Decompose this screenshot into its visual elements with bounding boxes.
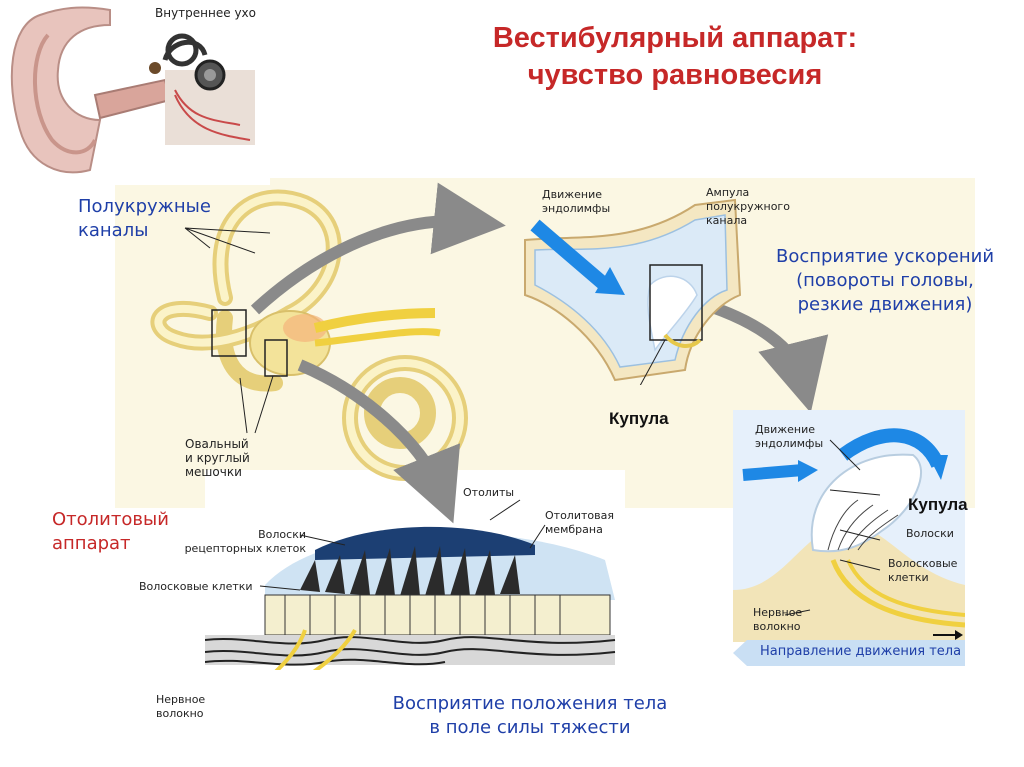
- cupula-label-top: Купула: [609, 409, 669, 428]
- endolymph-motion-label-bottom: Движение эндолимфы: [755, 423, 823, 451]
- acceleration-perception-label: Восприятие ускорений (повороты головы, р…: [750, 245, 1020, 317]
- otolith-illustration: [205, 526, 616, 670]
- inner-ear-label: Внутреннее ухо: [155, 6, 256, 20]
- arrow-to-ampulla: [250, 182, 506, 315]
- nerve-fiber-label-right: Нервное волокно: [753, 606, 802, 634]
- receptor-hairs-line-1: Волоски: [258, 528, 306, 541]
- title-line-1: Вестибулярный аппарат:: [492, 22, 858, 54]
- oval-sac-line-1: Овальный: [185, 437, 249, 451]
- endolymph-motion-label-top: Движение эндолимфы: [542, 188, 610, 216]
- otolith-apparatus-line-1: Отолитовый: [52, 509, 169, 530]
- semicircular-canals-line-1: Полукружные: [78, 196, 211, 217]
- acceleration-line-1: Восприятие ускорений: [775, 246, 995, 267]
- labyrinth-illustration: [150, 189, 468, 481]
- hair-cells-label-right: Волосковые клетки: [888, 557, 957, 585]
- body-direction-label: Направление движения тела: [760, 644, 962, 659]
- ampulla-line-1: Ампула: [706, 186, 750, 199]
- gravity-perception-label: Восприятие положения тела в поле силы тя…: [350, 692, 710, 740]
- body-direction-arrow: [733, 640, 965, 666]
- acceleration-line-3: резкие движения): [797, 294, 973, 315]
- oval-sac-line-2: и круглый: [185, 451, 250, 465]
- semicircular-canals-label: Полукружные каналы: [78, 195, 211, 243]
- cupula-illustration: [733, 410, 965, 642]
- ampulla-label: Ампула полукружного канала: [706, 186, 790, 228]
- otolith-membrane-label: Отолитовая мембрана: [545, 509, 614, 537]
- nerve-fiber-left-line-2: волокно: [156, 707, 204, 720]
- nerve-fiber-left-line-1: Нервное: [156, 693, 206, 706]
- nerve-fiber-right-line-2: волокно: [753, 620, 801, 633]
- cupula-label-bottom: Купула: [908, 495, 968, 514]
- endolymph-motion-top-line-1: Движение: [542, 188, 603, 201]
- otoliths-label: Отолиты: [463, 486, 515, 499]
- hair-cells-right-line-1: Волосковые: [888, 557, 958, 570]
- gravity-line-2: в поле силы тяжести: [429, 717, 631, 738]
- semicircular-canals-line-2: каналы: [78, 220, 149, 241]
- endolymph-motion-top-line-2: эндолимфы: [542, 202, 611, 215]
- gravity-line-1: Восприятие положения тела: [392, 693, 668, 714]
- page-title: Вестибулярный аппарат: чувство равновеси…: [440, 20, 910, 94]
- oval-sac-line-3: мешочки: [185, 465, 242, 479]
- oval-sac-label: Овальный и круглый мешочки: [185, 437, 250, 479]
- endolymph-motion-bottom-line-2: эндолимфы: [755, 437, 824, 450]
- otolith-apparatus-line-2: аппарат: [52, 533, 131, 554]
- hairs-label: Волоски: [906, 527, 954, 540]
- otolith-apparatus-label: Отолитовый аппарат: [52, 508, 169, 556]
- nerve-fiber-right-line-1: Нервное: [753, 606, 803, 619]
- acceleration-line-2: (повороты головы,: [796, 270, 974, 291]
- arrow-to-otolith: [297, 359, 461, 524]
- title-line-2: чувство равновесия: [527, 59, 823, 91]
- ampulla-line-3: канала: [706, 214, 748, 227]
- receptor-hairs-line-2: рецепторных клеток: [184, 542, 306, 555]
- otolith-membrane-line-2: мембрана: [545, 523, 603, 536]
- ampulla-illustration: [524, 198, 742, 385]
- otolith-membrane-line-1: Отолитовая: [545, 509, 614, 522]
- inner-ear-inset-illustration: [0, 0, 270, 185]
- nerve-fiber-label-left: Нервное волокно: [156, 693, 205, 721]
- hair-cells-right-line-2: клетки: [888, 571, 929, 584]
- hair-cells-label-left: Волосковые клетки: [139, 580, 253, 593]
- ampulla-line-2: полукружного: [706, 200, 790, 213]
- receptor-hairs-label: Волоски рецепторных клеток: [176, 528, 306, 556]
- endolymph-motion-bottom-line-1: Движение: [755, 423, 816, 436]
